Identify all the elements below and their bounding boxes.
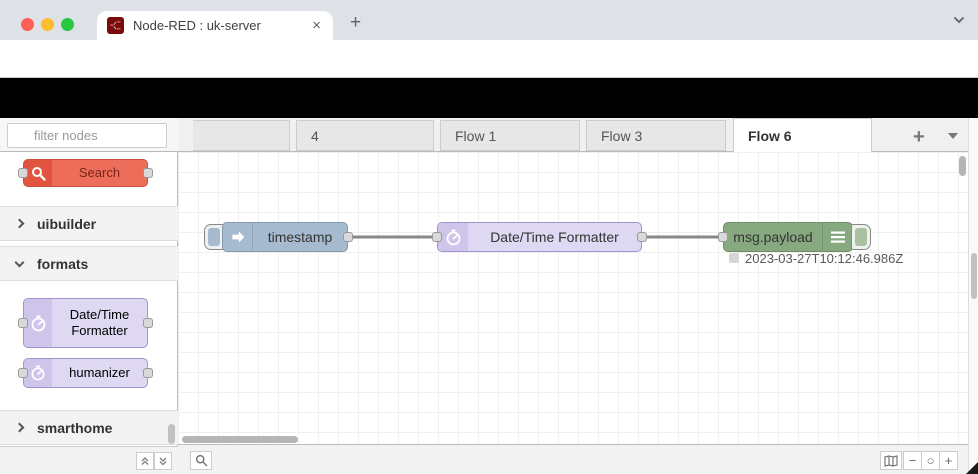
formatter-node-label: Date/Time Formatter (490, 229, 619, 245)
zoom-out-button[interactable]: − (903, 451, 922, 470)
inject-trigger-button[interactable] (204, 224, 224, 250)
formatter-output-port[interactable] (143, 318, 153, 328)
flow-tab-flow6-active[interactable]: Flow 6 (733, 118, 872, 152)
zoom-reset-button[interactable]: ○ (921, 451, 940, 470)
debug-icon-box (822, 223, 852, 251)
macos-close-button[interactable] (21, 18, 34, 31)
debug-node-label: msg.payload (733, 229, 813, 245)
window-scrollbar-thumb[interactable] (971, 253, 977, 299)
expand-all-button[interactable] (154, 452, 172, 470)
timer-icon (31, 365, 45, 381)
new-tab-button[interactable]: + (350, 12, 362, 33)
canvas-horizontal-scrollbar[interactable] (182, 436, 298, 443)
inject-icon-box (223, 223, 253, 251)
palette-category-uibuilder[interactable]: uibuilder (0, 206, 178, 241)
chevron-right-icon (14, 422, 25, 433)
window-corner (966, 462, 978, 474)
inject-output-port[interactable] (343, 232, 353, 242)
inject-node-label: timestamp (267, 229, 333, 245)
category-label: uibuilder (37, 215, 97, 232)
canvas-footer: − ○ + (178, 444, 968, 474)
search-node-icon-box (24, 160, 52, 186)
chevron-down-icon (14, 257, 25, 267)
palette-scrollbar[interactable] (168, 424, 175, 444)
timer-icon (446, 229, 460, 245)
palette-node-datetime-formatter[interactable]: Date/Time Formatter (23, 298, 148, 348)
debug-status-text: 2023-03-27T10:12:46.986Z (745, 251, 904, 266)
chevron-right-icon (14, 218, 25, 229)
debug-list-icon (830, 231, 845, 243)
palette-footer (0, 446, 178, 474)
canvas-search-button[interactable] (190, 451, 212, 470)
search-node-output-port[interactable] (143, 168, 153, 178)
debug-node[interactable]: msg.payload (723, 222, 853, 252)
search-node-label: Search (78, 164, 121, 180)
macos-minimize-button[interactable] (41, 18, 54, 31)
macos-fullscreen-button[interactable] (61, 18, 74, 31)
add-flow-button[interactable]: + (913, 126, 925, 148)
humanizer-node-label: humanizer (69, 364, 130, 380)
search-icon (31, 166, 46, 181)
palette-node-humanizer[interactable]: humanizer (23, 358, 148, 388)
browser-tab-title: Node-RED : uk-server (133, 18, 261, 33)
browser-toolbar: Not Secure uk-server:2718/#flow/cd14c301… (0, 40, 978, 112)
humanizer-node-icon-box (24, 359, 52, 387)
humanizer-input-port[interactable] (18, 368, 28, 378)
double-chevron-up-icon (141, 456, 149, 466)
inject-arrow-icon (231, 231, 244, 243)
formatter-output-port[interactable] (637, 232, 647, 242)
search-icon (195, 454, 208, 467)
debug-status-icon (729, 253, 739, 263)
flow-tab-flow3[interactable]: Flow 3 (586, 120, 726, 151)
formatter-input-port[interactable] (18, 318, 28, 328)
timer-icon (31, 315, 45, 331)
node-red-favicon (107, 17, 124, 34)
filter-nodes-input[interactable] (7, 123, 167, 148)
formatter-input-port[interactable] (432, 232, 442, 242)
palette-header (0, 118, 178, 152)
flow-tab-partial[interactable] (193, 120, 290, 151)
navigator-button[interactable] (880, 451, 902, 470)
category-label: smarthome (37, 419, 113, 436)
window-right-scroll-area[interactable] (968, 118, 978, 474)
node-palette: Search uibuilder formats Date/Time (0, 118, 178, 474)
datetime-formatter-node[interactable]: Date/Time Formatter (437, 222, 642, 252)
category-label: formats (37, 255, 89, 272)
humanizer-output-port[interactable] (143, 368, 153, 378)
palette-category-smarthome[interactable]: smarthome (0, 410, 178, 445)
zoom-in-button[interactable]: + (939, 451, 958, 470)
flow-list-chevron-icon[interactable] (948, 133, 958, 139)
debug-toggle-button[interactable] (851, 224, 871, 250)
formatter-icon-box (438, 223, 468, 251)
browser-tab[interactable]: Node-RED : uk-server × (97, 11, 333, 40)
browser-tabstrip: Node-RED : uk-server × + (0, 0, 978, 40)
flow-tab-bar: 4 Flow 1 Flow 3 Flow 6 + (178, 118, 968, 152)
search-node-input-port[interactable] (18, 168, 28, 178)
collapse-all-button[interactable] (136, 452, 154, 470)
palette-category-formats[interactable]: formats (0, 246, 178, 281)
wires-layer (348, 235, 726, 239)
flow-canvas[interactable]: timestamp Date/Time Formatter msg.payloa… (178, 152, 968, 444)
double-chevron-down-icon (159, 457, 167, 466)
flow-tab-flow1[interactable]: Flow 1 (440, 120, 580, 151)
tab-close-icon[interactable]: × (312, 17, 321, 34)
tab-search-chevron-icon[interactable] (952, 13, 966, 27)
inject-node[interactable]: timestamp (222, 222, 348, 252)
debug-input-port[interactable] (718, 232, 728, 242)
canvas-vertical-scrollbar[interactable] (959, 156, 966, 176)
flow-tab-4[interactable]: 4 (296, 120, 434, 151)
palette-node-search[interactable]: Search (23, 159, 148, 187)
map-icon (884, 454, 898, 467)
formatter-node-label: Date/Time Formatter (69, 306, 130, 338)
node-red-header: Node-RED Deploy (0, 78, 978, 190)
formatter-node-icon-box (24, 299, 52, 347)
